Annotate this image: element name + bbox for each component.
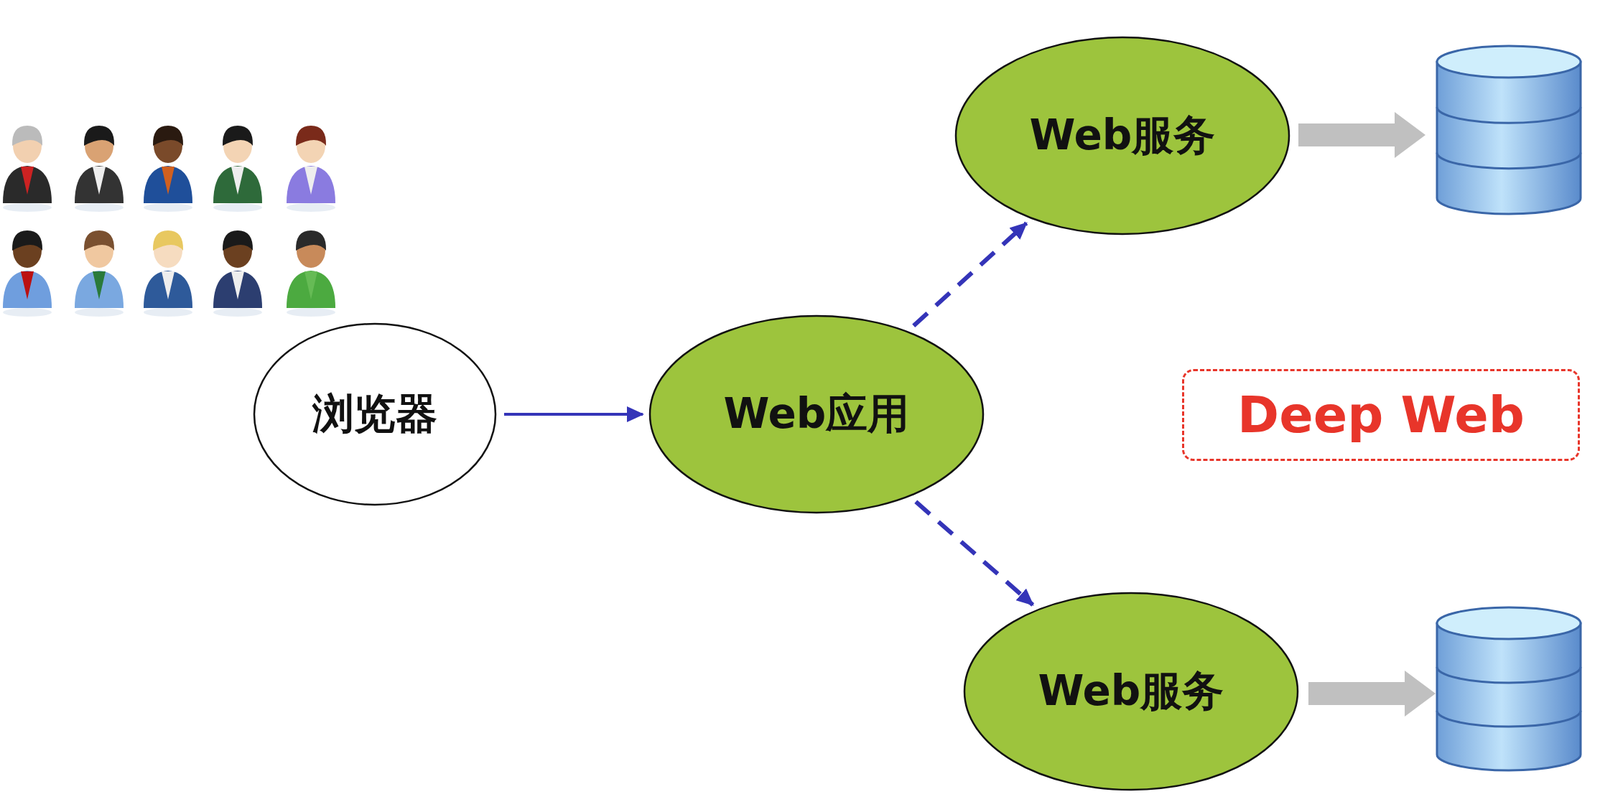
node-label: 浏览器 <box>312 391 438 438</box>
connector-arrow <box>915 501 1033 606</box>
database-body <box>1436 623 1581 771</box>
person-reflection <box>213 308 263 317</box>
ellipse-shape <box>254 323 496 505</box>
person-icon <box>213 230 263 317</box>
person-icon <box>2 230 52 317</box>
person-reflection <box>213 203 263 212</box>
person-body <box>143 165 193 204</box>
app-ellipse: Web应用 <box>648 314 985 515</box>
person-tie <box>20 271 34 300</box>
gray-arrow <box>1308 670 1436 717</box>
gray-arrow <box>1298 112 1426 158</box>
person-hair <box>152 125 184 146</box>
database-top <box>1436 45 1581 78</box>
person-body <box>286 270 336 309</box>
person-reflection <box>2 203 52 212</box>
person-body <box>213 270 263 309</box>
person-body <box>286 165 336 204</box>
ellipse-shape <box>955 37 1290 235</box>
node-label: Deep Web <box>1237 387 1525 444</box>
person-icon <box>143 125 193 212</box>
person-hair <box>12 125 43 146</box>
person-icon <box>74 125 124 212</box>
person-reflection <box>2 308 52 317</box>
person-tie <box>304 166 318 195</box>
person-tie <box>20 166 34 195</box>
ellipse-shape <box>964 593 1298 790</box>
person-hair <box>295 125 327 146</box>
person-icon <box>213 125 263 212</box>
person-reflection <box>74 308 124 317</box>
person-hair <box>295 230 327 251</box>
user-icons <box>2 125 336 317</box>
person-tie <box>161 271 175 300</box>
person-hair <box>84 125 115 146</box>
person-body <box>2 270 52 309</box>
person-reflection <box>74 203 124 212</box>
database-band <box>1436 710 1581 727</box>
person-body <box>74 165 124 204</box>
person-hair <box>152 230 184 251</box>
person-body <box>143 270 193 309</box>
person-tie <box>231 271 245 300</box>
person-hair <box>84 230 115 251</box>
person-tie <box>161 166 175 195</box>
node-label: Web服务 <box>1038 668 1225 715</box>
person-body <box>2 165 52 204</box>
database-band <box>1436 152 1581 169</box>
person-body <box>74 270 124 309</box>
node-label: Web服务 <box>1029 112 1216 159</box>
database-cylinder <box>1436 607 1581 771</box>
database-top <box>1436 607 1581 640</box>
database-band <box>1436 667 1581 683</box>
person-hair <box>222 230 253 251</box>
person-hair <box>222 125 253 146</box>
database-cylinder <box>1436 45 1581 215</box>
person-icon <box>286 125 336 212</box>
database-body <box>1436 61 1581 215</box>
person-tie <box>92 166 106 195</box>
deep-web-box: Deep Web <box>1182 369 1580 462</box>
service-ellipse: Web服务 <box>963 591 1300 792</box>
person-icon <box>286 230 336 317</box>
ellipse-shape <box>649 315 984 513</box>
service-ellipse: Web服务 <box>954 35 1291 236</box>
person-reflection <box>143 308 193 317</box>
person-icon <box>2 125 52 212</box>
person-reflection <box>286 203 336 212</box>
person-icon <box>74 230 124 317</box>
database-band <box>1436 107 1581 123</box>
person-tie <box>92 271 106 300</box>
person-tie <box>304 271 318 300</box>
node-label: Web应用 <box>723 391 910 438</box>
person-hair <box>12 230 43 251</box>
person-reflection <box>143 203 193 212</box>
connector-arrow <box>504 412 643 416</box>
person-reflection <box>286 308 336 317</box>
person-tie <box>231 166 245 195</box>
person-icon <box>143 230 193 317</box>
browser-ellipse: 浏览器 <box>252 322 497 507</box>
person-body <box>213 165 263 204</box>
connector-arrow <box>913 223 1027 327</box>
